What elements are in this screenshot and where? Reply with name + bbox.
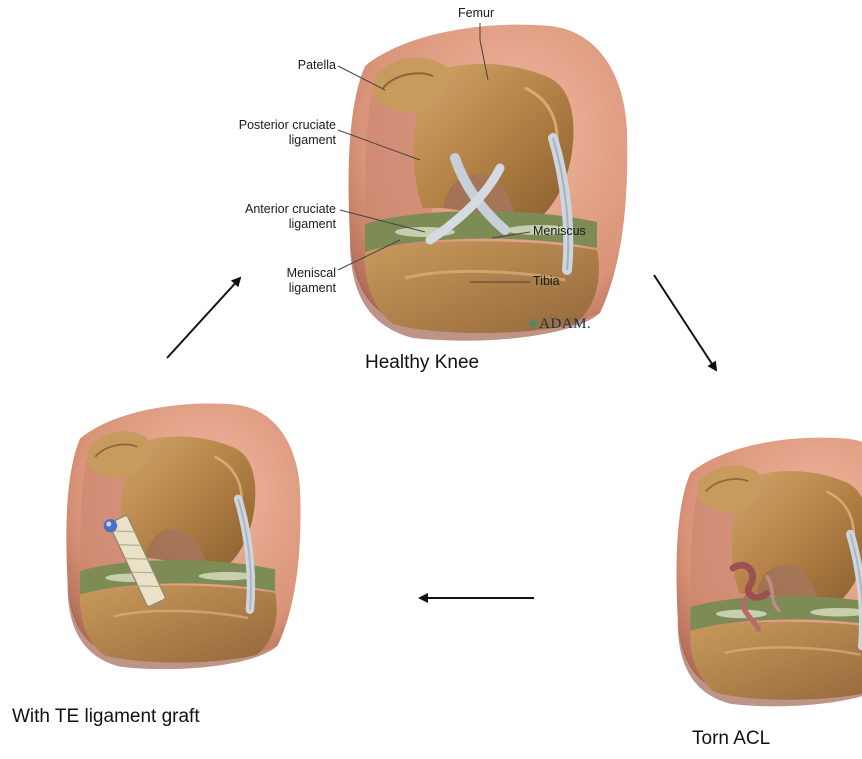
adam-logo-mark-icon: ❖ — [527, 316, 539, 331]
adam-logo: ❖ADAM. — [527, 316, 591, 333]
label-tibia: Tibia — [533, 274, 560, 289]
adam-logo-text: ADAM. — [539, 316, 591, 332]
label-anterior-cruciate-ligament: Anterior cruciate ligament — [196, 202, 336, 232]
label-meniscal-ligament: Meniscal ligament — [230, 266, 336, 296]
label-posterior-cruciate-ligament: Posterior cruciate ligament — [196, 118, 336, 148]
label-meniscus: Meniscus — [533, 224, 586, 239]
graft-knee-illustration — [66, 404, 300, 670]
healthy-knee-illustration — [349, 25, 628, 341]
caption-graft: With TE ligament graft — [12, 706, 200, 728]
label-femur: Femur — [458, 6, 494, 21]
arrow-healthy-to-torn — [654, 275, 716, 370]
caption-healthy-knee: Healthy Knee — [365, 352, 479, 374]
label-patella: Patella — [260, 58, 336, 73]
caption-torn-acl: Torn ACL — [692, 728, 770, 750]
torn-acl-illustration — [676, 438, 862, 707]
